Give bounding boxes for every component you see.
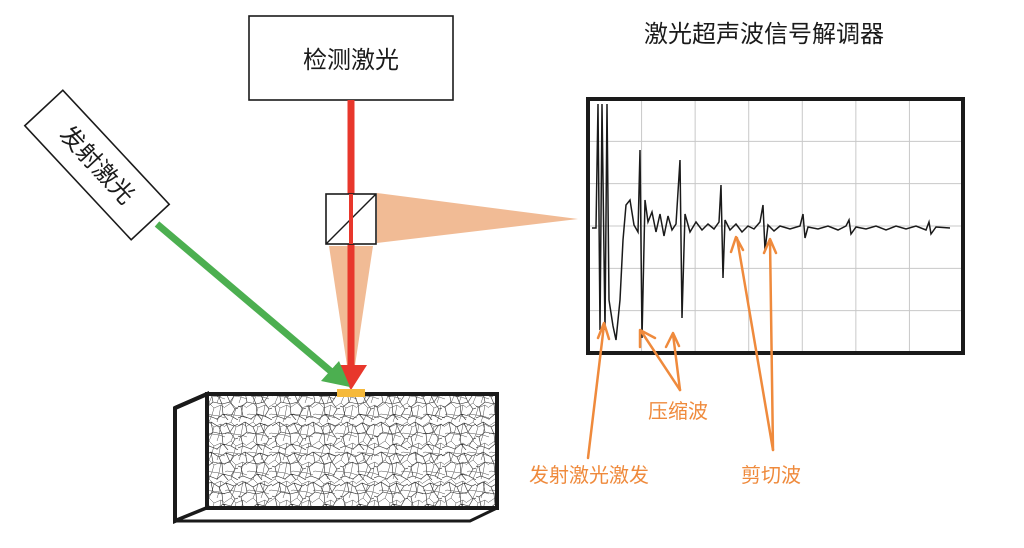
arrow-shear-1 [729,235,775,452]
emit-beam-arrowhead [321,361,350,387]
sample-left-face [173,390,209,524]
compression-wave-label: 压缩波 [648,399,708,423]
shear-wave-label: 剪切波 [741,463,801,487]
arrow-emit-excitation [586,321,611,460]
detect-laser-box [248,15,454,101]
reflection-cone-right [351,246,373,392]
laser-spot [337,389,365,397]
reflection-cone [329,246,351,392]
material-sample [173,390,499,524]
oscilloscope-screen [586,97,965,355]
signal-cone [377,193,578,243]
annotation-arrows [586,235,778,460]
demodulator-title: 激光超声波信号解调器 [644,20,884,48]
arrow-compression-1 [638,328,682,392]
scope-frame [586,97,965,355]
signal-waveform [592,103,951,341]
arrow-shear-2 [762,237,778,452]
emit-beam [154,221,337,377]
emit-laser-box: 发射激光 [23,89,171,241]
detect-laser-label: 检测激光 [303,46,399,74]
emit-excitation-label: 发射激光激发 [529,463,649,487]
arrow-compression-2 [664,331,682,392]
